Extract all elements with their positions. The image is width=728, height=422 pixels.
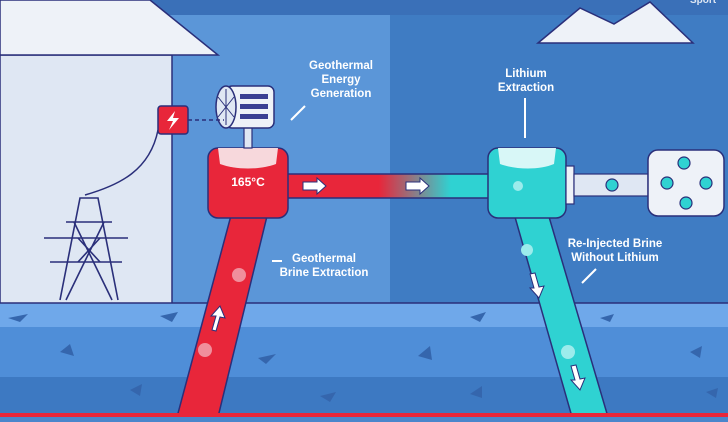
geothermal-energy-label-line3: Generation <box>310 88 372 100</box>
geothermal-energy-label-line2: Energy <box>321 74 361 86</box>
rock-layer-bottom <box>0 377 728 417</box>
arrow-icon <box>209 176 586 391</box>
lithium-extraction-label-line1: Lithium <box>505 68 547 80</box>
brine-extraction-label-line1: Geothermal <box>292 253 356 265</box>
pylon-icon <box>44 197 128 301</box>
power-cable <box>84 129 159 196</box>
geothermal-energy-label: Geothermal Energy Generation <box>296 59 386 101</box>
bottom-strip <box>0 413 728 417</box>
lithium-output-box <box>647 149 725 217</box>
temperature-label: 165°C <box>231 175 265 189</box>
reinjected-brine-label-line1: Re-Injected Brine <box>567 238 663 250</box>
lithium-tank <box>487 147 567 219</box>
lithium-cell-icon <box>605 156 713 210</box>
lithium-extraction-label-line2: Extraction <box>497 82 555 94</box>
label-leaders <box>272 98 597 284</box>
reinjected-brine-label: Re-Injected Brine Without Lithium <box>552 237 678 265</box>
mountain-icon <box>535 1 695 44</box>
lithium-extraction-label: Lithium Extraction <box>486 67 566 95</box>
electric-box-icon <box>157 105 189 135</box>
bubbles <box>198 244 575 359</box>
brine-extraction-label-line2: Brine Extraction <box>279 267 369 279</box>
reinjected-brine-label-line2: Without Lithium <box>571 252 659 264</box>
top-strip <box>0 0 728 15</box>
rock-layer-middle <box>0 327 728 377</box>
rock-fragments <box>8 312 718 402</box>
watermark: Sport <box>690 0 717 6</box>
turbine-icon <box>215 85 275 149</box>
geothermal-energy-label-line1: Geothermal <box>309 60 373 72</box>
power-plant-icon <box>0 0 221 306</box>
brine-extraction-label: Geothermal Brine Extraction <box>266 252 382 280</box>
